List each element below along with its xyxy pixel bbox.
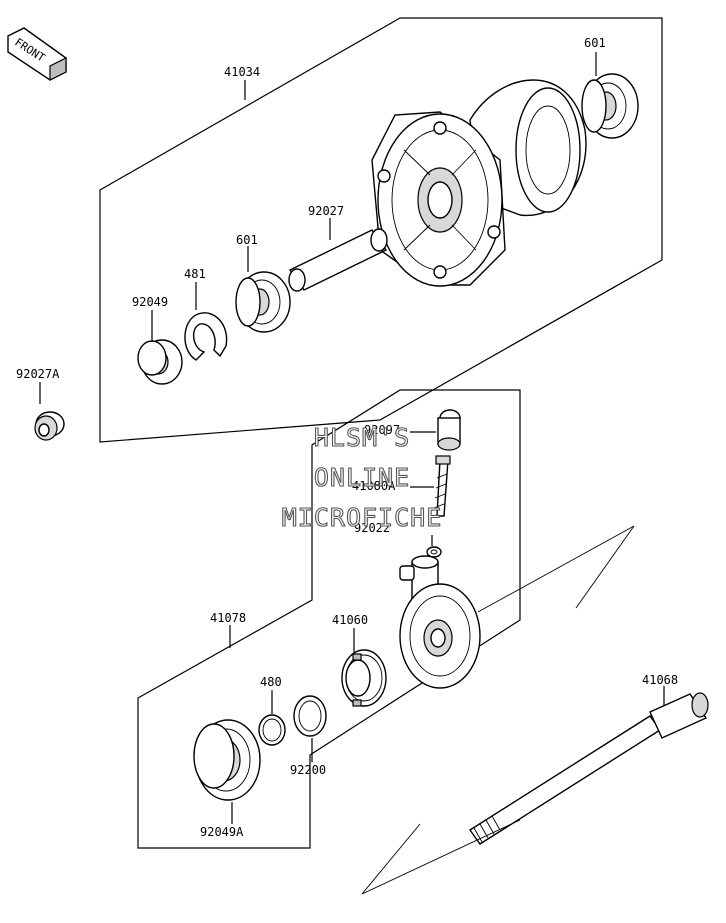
label-481: 481 — [184, 267, 206, 281]
watermark-line-1: HLSM'S — [314, 423, 410, 452]
label-92049: 92049 — [132, 295, 168, 309]
label-41034: 41034 — [224, 65, 260, 79]
label-601-mid: 601 — [236, 233, 258, 247]
label-41078: 41078 — [210, 611, 246, 625]
circlip-481 — [184, 312, 228, 361]
label-41068: 41068 — [642, 673, 678, 687]
watermark-line-3: MICROFICHE — [282, 503, 443, 532]
label-601-top: 601 — [584, 36, 606, 50]
washer-92022 — [426, 546, 442, 558]
label-92027A: 92027A — [16, 367, 60, 381]
label-480: 480 — [260, 675, 282, 689]
drive-gear-41060 — [341, 649, 387, 707]
speedometer-gear-housing — [399, 555, 481, 689]
speedometer-assembly-outline — [137, 389, 521, 849]
grommet-92097 — [437, 409, 461, 451]
axle-41068 — [469, 692, 709, 845]
label-41060: 41060 — [332, 613, 368, 627]
spacer-tube-92027 — [288, 228, 388, 292]
label-92022: 92022 — [354, 521, 390, 535]
oil-seal-92049A — [193, 719, 261, 801]
shim-92200 — [293, 695, 327, 737]
axis-lines — [361, 525, 635, 895]
label-92200: 92200 — [290, 763, 326, 777]
circlip-480 — [258, 714, 286, 746]
watermark-line-2: ONLINE — [314, 463, 410, 492]
hub-assembly-outline — [99, 17, 663, 443]
front-direction-badge: FRONT — [7, 27, 67, 81]
bearing-601-top — [581, 73, 639, 139]
wheel-hub-41034 — [371, 79, 587, 287]
watermark: HLSM'S ONLINE MICROFICHE — [281, 422, 443, 532]
label-92097: 92097 — [364, 423, 400, 437]
bearing-601-mid — [235, 271, 291, 333]
collar-92027A — [34, 411, 65, 441]
label-41080A: 41080A — [352, 479, 396, 493]
label-92027: 92027 — [308, 204, 344, 218]
label-92049A: 92049A — [200, 825, 244, 839]
part-labels: 41034 601 92027 601 481 92049 92027A 920… — [16, 36, 678, 839]
leader-lines — [39, 52, 665, 824]
pinion-shaft-41080A — [433, 455, 451, 517]
oil-seal-92049 — [137, 339, 183, 385]
